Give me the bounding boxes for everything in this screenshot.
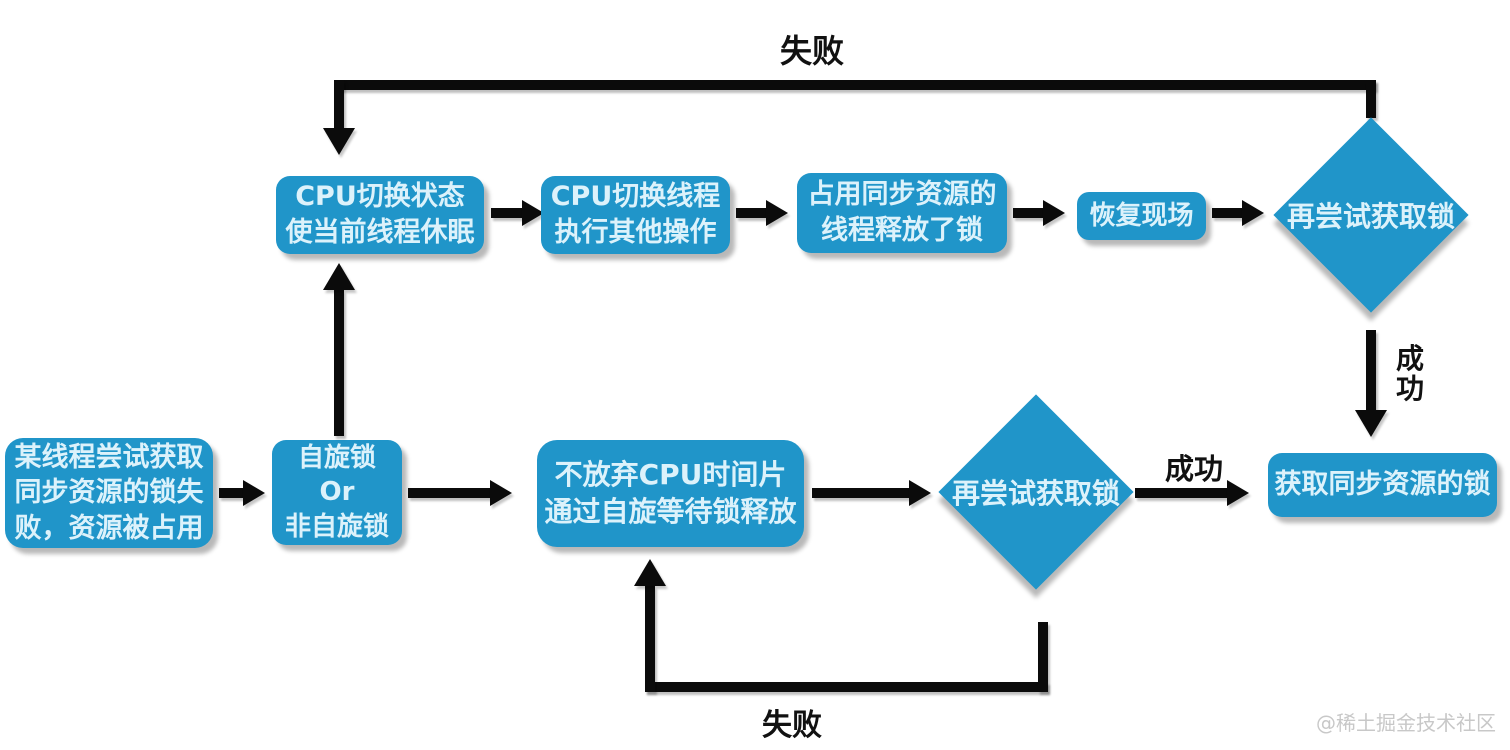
node-spin-wait: 不放弃CPU时间片 通过自旋等待锁释放 [537, 440, 804, 547]
edge-fail-bottom-left-vertical-line [645, 586, 655, 692]
node-thread-acquire-failed-line2: 同步资源的锁失 [14, 477, 204, 509]
node-acquired-lock: 获取同步资源的锁 [1268, 453, 1497, 517]
edge-release-to-restore-line [1013, 208, 1043, 218]
edge-state-to-thread-line [491, 208, 522, 218]
arrowhead-right-to-release [766, 200, 788, 226]
node-occupying-thread-released-line1: 占用同步资源的 [807, 179, 997, 211]
node-thread-acquire-failed-line1: 某线程尝试获取 [14, 441, 204, 473]
edge-choice-to-spinwait-line [408, 488, 490, 498]
edge-fail-bottom-horizontal-line [645, 682, 1048, 692]
watermark-text: @稀土掘金技术社区 [1316, 711, 1496, 735]
edge-success-right-vertical-line [1366, 330, 1376, 410]
edge-label-success-right: 成功 [1396, 342, 1425, 406]
arrowhead-right-to-retry-bottom [909, 480, 931, 506]
edge-label-fail-top: 失败 [779, 32, 845, 70]
arrowhead-down-to-acquired [1355, 410, 1387, 437]
node-acquired-lock-label: 获取同步资源的锁 [1274, 469, 1491, 501]
arrowhead-right-to-acquired [1227, 480, 1249, 506]
arrowhead-right-to-restore [1043, 200, 1065, 226]
arrowhead-right-to-spinwait [490, 480, 512, 506]
edge-fail-top-right-vertical-line [1366, 80, 1376, 118]
node-cpu-switch-state-line1: CPU切换状态 [295, 181, 465, 213]
node-lock-type-choice-line3: 非自旋锁 [284, 511, 389, 542]
node-restore-scene: 恢复现场 [1077, 192, 1206, 240]
edge-choice-to-state-line [334, 290, 344, 436]
node-thread-acquire-failed: 某线程尝试获取 同步资源的锁失 败，资源被占用 [5, 438, 213, 548]
arrowhead-right-to-choice [243, 480, 265, 506]
edge-thread-to-release-line [736, 208, 766, 218]
decision-retry-acquire-top-label: 再尝试获取锁 [1286, 200, 1456, 233]
edge-label-success-middle: 成功 [1164, 452, 1224, 486]
node-spin-wait-line2: 通过自旋等待锁释放 [544, 494, 797, 528]
edge-fail-top-left-vertical-line [334, 80, 344, 128]
edge-spinwait-to-retry-line [812, 488, 909, 498]
edge-failed-to-choice-line [219, 488, 243, 498]
node-occupying-thread-released-line2: 线程释放了锁 [821, 215, 983, 246]
edge-success-middle-line [1135, 488, 1227, 498]
node-thread-acquire-failed-line3: 败，资源被占用 [14, 512, 204, 544]
arrowhead-up-to-spinwait [634, 559, 666, 586]
node-restore-scene-label: 恢复现场 [1089, 200, 1194, 231]
arrowhead-up-to-cpu-switch-state [323, 263, 355, 290]
arrowhead-down-into-cpu-switch-state [323, 128, 355, 155]
node-cpu-switch-state: CPU切换状态 使当前线程休眠 [276, 176, 484, 254]
edge-label-fail-bottom: 失败 [762, 708, 822, 743]
node-lock-type-choice: 自旋锁 Or 非自旋锁 [272, 440, 402, 545]
edge-fail-bottom-right-vertical-line [1038, 622, 1048, 692]
arrowhead-right-to-retry-top [1242, 200, 1264, 226]
node-cpu-switch-thread-line1: CPU切换线程 [550, 181, 721, 213]
node-occupying-thread-released: 占用同步资源的 线程释放了锁 [797, 173, 1007, 253]
node-lock-type-choice-line1: 自旋锁 [297, 443, 376, 474]
node-cpu-switch-state-line2: 使当前线程休眠 [285, 217, 475, 248]
node-lock-type-choice-line2: Or [319, 477, 355, 508]
node-spin-wait-line1: 不放弃CPU时间片 [554, 457, 787, 491]
node-cpu-switch-thread-line2: 执行其他操作 [554, 217, 717, 248]
decision-retry-acquire-bottom-label: 再尝试获取锁 [951, 477, 1121, 510]
edge-restore-to-retry-line [1212, 208, 1242, 218]
node-cpu-switch-thread: CPU切换线程 执行其他操作 [541, 176, 730, 254]
edge-fail-top-horizontal-line [334, 80, 1376, 90]
arrowhead-right-to-cpu-switch-thread [522, 200, 544, 226]
